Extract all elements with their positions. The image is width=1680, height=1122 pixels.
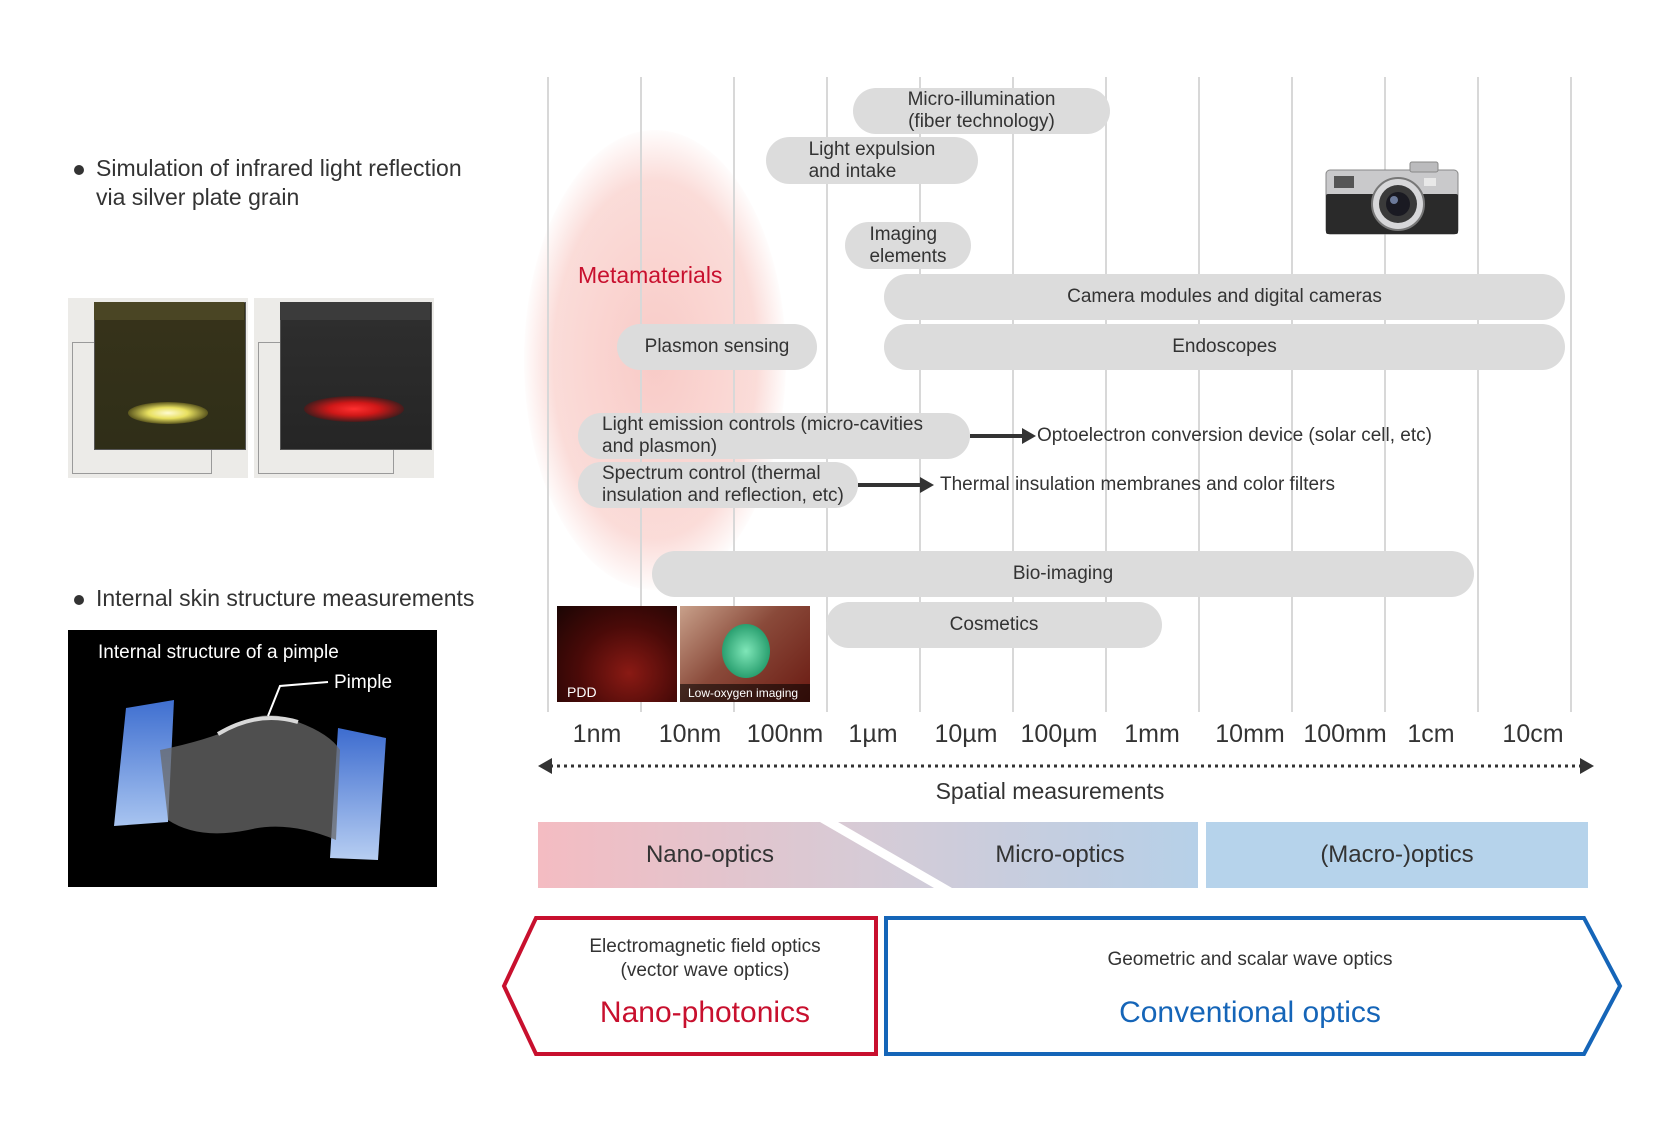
tick-label: 1mm [1124, 720, 1180, 748]
gridline [1570, 77, 1572, 712]
band-micro-optics: Micro-optics [995, 841, 1125, 868]
band-divider [820, 822, 952, 888]
box-right-title: Conventional optics [1119, 996, 1381, 1029]
bullet-skin-line: Internal skin structure measurements [96, 585, 475, 611]
conventional-optics-box [884, 916, 1623, 1056]
skin-scan-graphic [114, 681, 386, 860]
tick-label: 10mm [1215, 720, 1285, 748]
tick-label: 100mm [1303, 720, 1387, 748]
gridline [547, 77, 549, 712]
tick-label: 10nm [658, 720, 722, 748]
bullet-dot-icon [74, 595, 84, 605]
pill-camera-modules: Camera modules and digital cameras [884, 274, 1565, 320]
bullet-simulation: Simulation of infrared light reflection … [74, 154, 462, 212]
spatial-axis-arrow [538, 758, 1594, 774]
band-nano-micro-bg [538, 822, 1198, 888]
box-left-title: Nano-photonics [599, 996, 811, 1029]
label-optoelectron: Optoelectron conversion device (solar ce… [1037, 425, 1432, 446]
box-left-line1: Electromagnetic field optics [589, 936, 821, 957]
axis-label: Spatial measurements [935, 778, 1165, 804]
pill-endoscopes: Endoscopes [884, 324, 1565, 370]
metamaterials-label: Metamaterials [578, 262, 723, 288]
skin-structure-image: Internal structure of a pimple Pimple [68, 630, 437, 887]
bullet-simulation-line2: via silver plate grain [96, 184, 300, 210]
bullet-skin: Internal skin structure measurements [74, 584, 475, 613]
photo-low-oxygen: Low-oxygen imaging [680, 606, 810, 702]
gridline [1291, 77, 1293, 712]
pill-plasmon-sensing: Plasmon sensing [617, 324, 817, 370]
gridline [826, 77, 828, 712]
gridline [1384, 77, 1386, 712]
box-right-line1: Geometric and scalar wave optics [1107, 949, 1393, 970]
gridline [919, 77, 921, 712]
photo-pdd-label: PDD [567, 684, 597, 700]
bullet-dot-icon [74, 165, 84, 175]
pill-micro-illumination: Micro-illumination(fiber technology) [853, 88, 1110, 134]
band-macro-optics: (Macro-)optics [1320, 841, 1474, 868]
gridline [733, 77, 735, 712]
tick-label: 100nm [746, 720, 824, 748]
arrow-optoelectron-icon [970, 428, 1036, 444]
camera-icon [1325, 161, 1459, 235]
tick-label: 10cm [1502, 720, 1564, 748]
skin-image-title: Internal structure of a pimple [98, 642, 339, 663]
tick-label: 10µm [934, 720, 998, 748]
label-thermal-insulation: Thermal insulation membranes and color f… [940, 474, 1335, 495]
gridline [640, 77, 642, 712]
bullet-simulation-line1: Simulation of infrared light reflection [96, 155, 462, 181]
photo-low-oxygen-label: Low-oxygen imaging [688, 686, 799, 700]
tick-label: 1nm [572, 720, 622, 748]
pill-bio-imaging: Bio-imaging [652, 551, 1474, 597]
pill-cosmetics: Cosmetics [826, 602, 1162, 648]
gridline [1198, 77, 1200, 712]
gridline [1477, 77, 1479, 712]
photo-pdd: PDD [557, 606, 677, 702]
band-macro-bg [1206, 822, 1588, 888]
gridline [1105, 77, 1107, 712]
box-left-line2: (vector wave optics) [620, 960, 790, 981]
pimple-label: Pimple [334, 672, 393, 693]
simulation-image-red [254, 298, 434, 478]
tick-label: 1cm [1407, 720, 1455, 748]
tick-label: 100µm [1020, 720, 1098, 748]
band-nano-optics: Nano-optics [645, 841, 775, 868]
nano-photonics-box [501, 916, 878, 1056]
simulation-image-yellow [68, 298, 248, 478]
arrow-thermal-icon [858, 477, 934, 493]
gridline [1012, 77, 1014, 712]
tick-label: 1µm [848, 720, 898, 748]
